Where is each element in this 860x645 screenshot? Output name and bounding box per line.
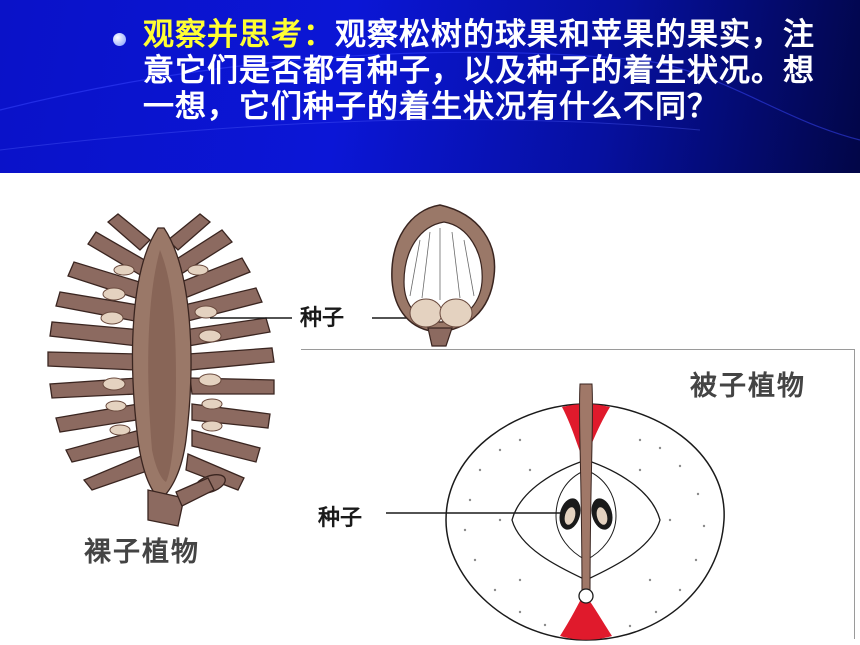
round-bullet-icon — [113, 33, 126, 46]
question-body: 观察松树的球果和苹果的果实，注意它们是否都有种子，以及种子的着生状况。想一想，它… — [143, 17, 815, 125]
angiosperm-frame — [301, 349, 855, 639]
gymnosperm-label: 裸子植物 — [84, 537, 200, 568]
question-text: 观察并思考：观察松树的球果和苹果的果实，注意它们是否都有种子，以及种子的着生状况… — [143, 17, 833, 125]
angiosperm-label: 被子植物 — [690, 371, 806, 402]
seed-label-apple: 种子 — [318, 506, 363, 531]
seed-comparison-figure — [47, 204, 725, 645]
apple-cross-section-illustration — [445, 383, 725, 641]
banner-decoration — [0, 51, 860, 151]
seed-label-top: 种子 — [300, 306, 345, 331]
question-banner: 观察并思考：观察松树的球果和苹果的果实，注意它们是否都有种子，以及种子的着生状况… — [0, 0, 860, 173]
cone-scale-illustration — [391, 204, 496, 347]
question-lead: 观察并思考： — [143, 17, 335, 53]
pine-cone-illustration — [47, 213, 275, 527]
